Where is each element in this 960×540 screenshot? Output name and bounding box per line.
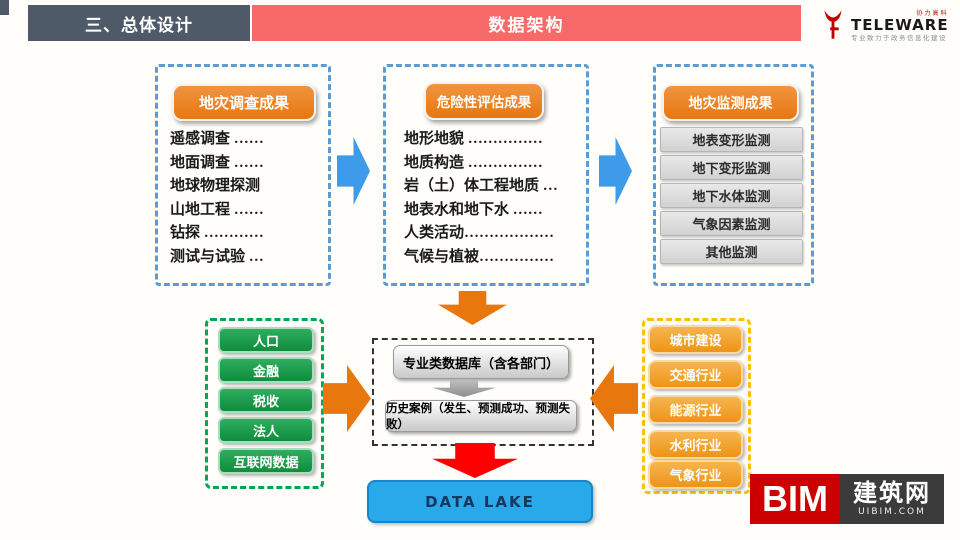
down-arrow-icon — [438, 291, 507, 325]
down-arrow-icon — [432, 443, 518, 478]
monitoring-item-label: 地下水体监测 — [692, 189, 771, 204]
assessment-item: 地质构造 …………… — [404, 154, 543, 171]
header-accent-square — [0, 0, 9, 15]
history-cases-button: 历史案例（发生、预测成功、预测失败） — [385, 400, 577, 432]
monitoring-item: 其他监测 — [660, 239, 803, 264]
slide-title: 数据架构 — [488, 15, 565, 36]
social-item: 法人 — [218, 417, 314, 443]
monitoring-item: 地下水体监测 — [660, 183, 803, 208]
assessment-item: 气候与植被…………… — [404, 248, 555, 265]
social-item: 金融 — [218, 357, 314, 383]
data-lake-label: DATA LAKE — [425, 492, 535, 511]
assessment-item: 人类活动……………… — [404, 225, 555, 242]
logo-brand: TELEWARE — [851, 15, 949, 34]
section-tab-label: 三、总体设计 — [85, 15, 193, 36]
monitoring-box — [653, 64, 814, 286]
monitoring-item: 地表变形监测 — [660, 127, 803, 152]
bim-logo-text: BIM — [762, 478, 828, 519]
survey-box — [155, 64, 331, 286]
logo-tagline-top: 协力高科 — [916, 9, 949, 17]
bim-site-url: UIBIM.COM — [858, 507, 926, 517]
social-item-label: 互联网数据 — [233, 455, 299, 471]
survey-item: 山地工程 …… — [170, 201, 264, 218]
section-tab: 三、总体设计 — [28, 5, 250, 41]
data-lake-button: DATA LAKE — [367, 480, 593, 523]
survey-item: 地面调查 …… — [170, 154, 264, 171]
history-cases-label: 历史案例（发生、预测成功、预测失败） — [386, 401, 570, 431]
monitoring-item: 气象因素监测 — [660, 211, 803, 236]
social-item-label: 金融 — [252, 364, 279, 380]
left-arrow-icon — [590, 365, 638, 432]
bim-watermark: BIM 建筑网 UIBIM.COM — [750, 474, 944, 524]
monitoring-item-label: 其他监测 — [705, 245, 758, 260]
bim-site-block: 建筑网 UIBIM.COM — [840, 474, 944, 524]
teleware-logo-text: 协力高科 TELEWARE 专业致力于政务信息化建设 — [851, 9, 949, 42]
survey-box-title-label: 地灾调查成果 — [198, 94, 289, 112]
social-item-label: 人口 — [252, 334, 279, 350]
right-arrow-icon — [599, 137, 632, 205]
industry-item: 水利行业 — [648, 430, 743, 459]
industry-item-label: 城市建设 — [669, 334, 722, 349]
social-item: 人口 — [218, 327, 314, 353]
teleware-logo: 协力高科 TELEWARE 专业致力于政务信息化建设 — [816, 5, 952, 47]
monitoring-item-label: 地表变形监测 — [692, 133, 771, 148]
assessment-item: 岩（土）体工程地质 … — [404, 178, 558, 195]
assessment-item-list: 地形地貌 …………… 地质构造 …………… 岩（土）体工程地质 … 地表水和地下… — [404, 128, 579, 270]
industry-item: 能源行业 — [648, 395, 743, 424]
industry-item-label: 气象行业 — [669, 469, 722, 484]
survey-box-title: 地灾调查成果 — [172, 84, 316, 121]
assessment-box-title-label: 危险性评估成果 — [436, 95, 532, 111]
industry-item: 城市建设 — [648, 325, 743, 354]
monitoring-box-title-label: 地灾监测成果 — [688, 95, 773, 112]
industry-item-label: 水利行业 — [669, 439, 722, 454]
survey-item: 钻探 ………… — [170, 225, 264, 242]
assessment-item: 地表水和地下水 …… — [404, 201, 543, 218]
survey-item: 地球物理探测 — [170, 178, 261, 195]
survey-item: 测试与试验 … — [170, 248, 264, 265]
assessment-item: 地形地貌 …………… — [404, 131, 543, 147]
logo-tagline-bottom: 专业致力于政务信息化建设 — [851, 33, 947, 42]
monitoring-item-label: 地下变形监测 — [692, 161, 771, 176]
slide-title-banner: 数据架构 — [252, 5, 801, 41]
bim-site-name: 建筑网 — [853, 479, 931, 507]
professional-database-label: 专业类数据库（含各部门） — [402, 356, 559, 372]
bim-logo: BIM — [750, 474, 840, 524]
monitoring-item: 地下变形监测 — [660, 155, 803, 180]
industry-item: 交通行业 — [648, 360, 743, 389]
social-item: 税收 — [218, 387, 314, 413]
monitoring-box-title: 地灾监测成果 — [662, 84, 799, 121]
survey-item-list: 遥感调查 …… 地面调查 …… 地球物理探测 山地工程 …… 钻探 ………… 测… — [170, 128, 320, 270]
social-item-label: 法人 — [252, 424, 279, 440]
social-item: 互联网数据 — [218, 448, 314, 474]
social-item-label: 税收 — [252, 394, 279, 410]
teleware-bird-icon — [824, 10, 842, 39]
monitoring-item-label: 气象因素监测 — [692, 217, 771, 232]
right-arrow-icon — [337, 137, 370, 205]
industry-box — [642, 318, 751, 494]
right-arrow-icon — [323, 365, 371, 432]
survey-item: 遥感调查 …… — [170, 131, 264, 147]
industry-item-label: 交通行业 — [669, 369, 722, 384]
assessment-box — [383, 64, 589, 286]
assessment-box-title: 危险性评估成果 — [424, 82, 544, 120]
industry-item: 气象行业 — [648, 460, 743, 489]
social-data-box — [205, 318, 324, 489]
professional-database-button: 专业类数据库（含各部门） — [393, 345, 569, 379]
industry-item-label: 能源行业 — [669, 404, 722, 419]
